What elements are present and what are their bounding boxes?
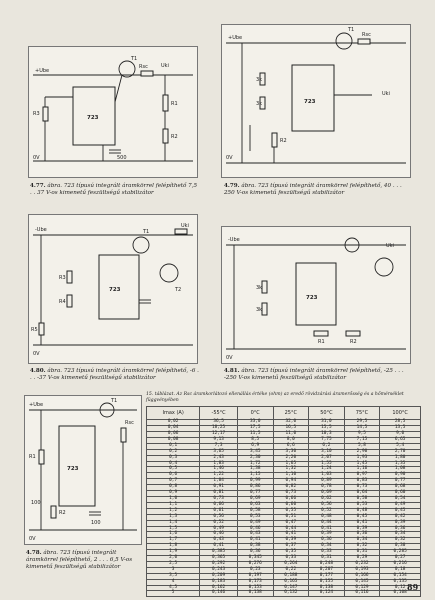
svg-text:+Ube: +Ube xyxy=(35,68,49,74)
table-cell: 0,146 xyxy=(199,590,238,598)
column-header: Imax (A) xyxy=(145,406,201,421)
svg-text:+Ube: +Ube xyxy=(29,402,43,408)
svg-text:0V: 0V xyxy=(29,536,36,542)
svg-text:723: 723 xyxy=(87,115,99,121)
caption-4-79: 4.79. ábra. 723 típusú integrált áramkör… xyxy=(224,183,414,197)
caption-text: ábra. 723 típusú integrált áramkörrel fe… xyxy=(224,183,402,196)
caption-4-77: 4.77. ábra. 723 típusú integrált áramkör… xyxy=(30,183,200,197)
svg-text:T1: T1 xyxy=(110,398,117,404)
caption-number: 4.77. xyxy=(30,183,46,189)
table-title: 15. táblázat. Az Rsc áramkorlátozó ellen… xyxy=(146,392,404,403)
svg-text:3k: 3k xyxy=(256,285,262,291)
svg-text:R4: R4 xyxy=(59,299,66,305)
caption-text: ábra. 723 típusú integrált áramkörrel fe… xyxy=(30,368,199,381)
svg-text:R1: R1 xyxy=(318,339,325,345)
column-header: 50°C xyxy=(308,406,345,421)
column-header: 0°C xyxy=(236,406,274,421)
caption-number: 4.79. xyxy=(224,183,240,189)
svg-text:R1: R1 xyxy=(29,454,36,460)
svg-text:3k: 3k xyxy=(256,101,262,107)
svg-text:T1: T1 xyxy=(347,27,354,33)
svg-text:Rsc: Rsc xyxy=(125,420,134,426)
svg-text:3k: 3k xyxy=(256,307,262,313)
caption-number: 4.80. xyxy=(30,368,46,374)
svg-text:T1: T1 xyxy=(142,229,149,235)
caption-text: ábra. 723 típusú integrált áramkörrel fe… xyxy=(224,368,404,381)
svg-text:723: 723 xyxy=(109,287,121,293)
circuit-diagram-4-80: 723 -Ube 0V T1 T2 Uki R3 R4 R5 xyxy=(28,214,198,364)
svg-text:R2: R2 xyxy=(59,510,66,516)
table-cell: 0,116 xyxy=(343,590,381,598)
table-cell: 0,108 xyxy=(379,590,421,598)
svg-text:0V: 0V xyxy=(33,155,40,161)
svg-text:723: 723 xyxy=(67,466,79,472)
circuit-diagram-4-79: 723 +Ube 0V Rsc T1 3k 3k R2 Uki xyxy=(221,24,411,178)
svg-text:Rsc: Rsc xyxy=(362,32,371,38)
svg-text:R3: R3 xyxy=(59,275,66,281)
svg-text:723: 723 xyxy=(304,99,316,105)
column-header: 25°C xyxy=(272,406,310,421)
svg-text:500: 500 xyxy=(117,155,127,161)
column-header: 75°C xyxy=(343,406,381,421)
svg-text:100: 100 xyxy=(31,500,41,506)
caption-4-78: 4.78. ábra. 723 típusú integrált áramkör… xyxy=(26,550,142,571)
circuit-diagram-4-78: 723 +Ube 0V T1 Rsc R1 R2 100 100 xyxy=(24,395,142,545)
svg-text:T1: T1 xyxy=(130,56,137,62)
table-cell: 0,124 xyxy=(308,590,345,598)
svg-text:0V: 0V xyxy=(33,351,40,357)
column-header: -55°C xyxy=(199,406,238,421)
svg-text:R5: R5 xyxy=(31,327,38,333)
column-header: 100°C xyxy=(379,406,421,421)
table-cell: 0,138 xyxy=(236,590,274,598)
rsc-value-table: 15. táblázat. Az Rsc áramkorlátozó ellen… xyxy=(145,392,421,598)
svg-text:+Ube: +Ube xyxy=(228,35,242,41)
svg-text:0V: 0V xyxy=(226,155,233,161)
svg-text:Uki: Uki xyxy=(181,223,189,229)
svg-text:723: 723 xyxy=(306,295,318,301)
caption-4-81: 4.81. ábra. 723 típusú integrált áramkör… xyxy=(224,368,414,382)
circuit-diagram-4-77: 723 +Ube Uki 0V Rsc R1 R2 R3 T1 500 xyxy=(28,46,198,178)
svg-text:Rsc: Rsc xyxy=(139,64,148,70)
page-number: 89 xyxy=(407,582,419,592)
table-cell: 5 xyxy=(145,590,201,598)
svg-text:0V: 0V xyxy=(226,355,233,361)
caption-4-80: 4.80. ábra. 723 típusú integrált áramkör… xyxy=(30,368,200,382)
caption-number: 4.78. xyxy=(26,550,42,556)
svg-text:3k: 3k xyxy=(256,77,262,83)
caption-text: ábra. 723 típusú integrált áramkörrel fe… xyxy=(26,550,133,570)
svg-text:-Ube: -Ube xyxy=(228,237,240,243)
svg-text:Uki: Uki xyxy=(161,63,169,69)
table-cell: 0,132 xyxy=(272,590,310,598)
svg-text:R2: R2 xyxy=(171,134,178,140)
caption-number: 4.81. xyxy=(224,368,240,374)
svg-text:100: 100 xyxy=(91,520,101,526)
svg-text:Uki: Uki xyxy=(382,91,390,97)
caption-text: ábra. 723 típusú integrált áramkörrel fe… xyxy=(30,183,198,196)
svg-text:R1: R1 xyxy=(171,101,178,107)
svg-text:-Ube: -Ube xyxy=(35,227,47,233)
svg-text:T2: T2 xyxy=(174,287,181,293)
circuit-diagram-4-81: 723 -Ube 0V Uki 3k 3k R1 R2 xyxy=(221,226,411,364)
svg-text:Uki: Uki xyxy=(386,243,394,249)
svg-text:R2: R2 xyxy=(350,339,357,345)
svg-text:R2: R2 xyxy=(280,138,287,144)
svg-text:R3: R3 xyxy=(33,111,40,117)
